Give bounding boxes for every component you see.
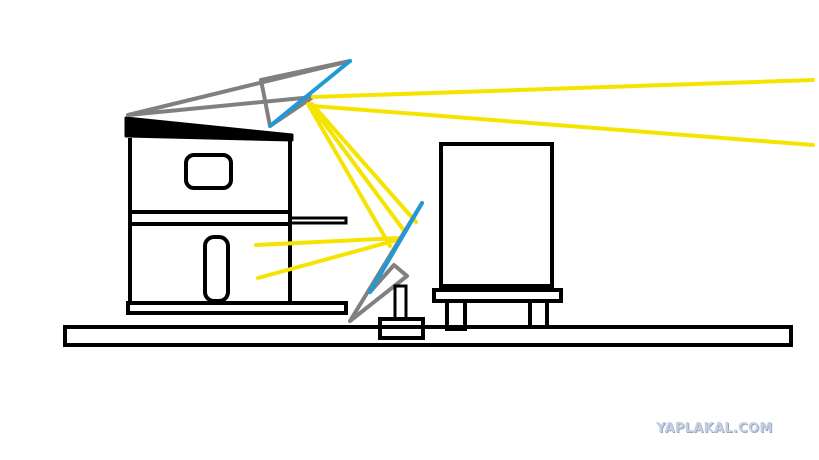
reflected-ray-1 [306,102,392,248]
upper-mirror [126,59,352,128]
house-balcony-shelf [288,216,348,225]
box [439,142,554,288]
box-leg-left [445,299,467,331]
reflected-ray-3 [310,102,418,224]
lower-mirror-surface [368,201,424,294]
upper-mirror-surface [268,59,352,128]
incoming-ray-upper [311,78,815,99]
lower-mirror [348,201,425,340]
house [124,116,348,315]
house-foundation [126,301,348,315]
box-platform [432,288,563,303]
incoming-ray-lower [311,104,815,147]
lower-mirror-stand-base [378,317,425,340]
ground-slab [63,325,793,347]
house-door [203,235,230,303]
box-leg-right [528,299,549,329]
watermark: YAPLAKAL.COM [656,421,773,436]
interior-ray-lower [256,238,399,280]
interior-ray-upper [254,236,402,247]
house-walls [128,138,292,305]
light-rays [254,78,815,280]
upper-mirror-frame [126,59,352,128]
lower-mirror-stand-post [393,284,408,321]
house-window [184,153,233,190]
box-on-stand [432,142,563,331]
reflected-ray-2 [308,102,407,234]
